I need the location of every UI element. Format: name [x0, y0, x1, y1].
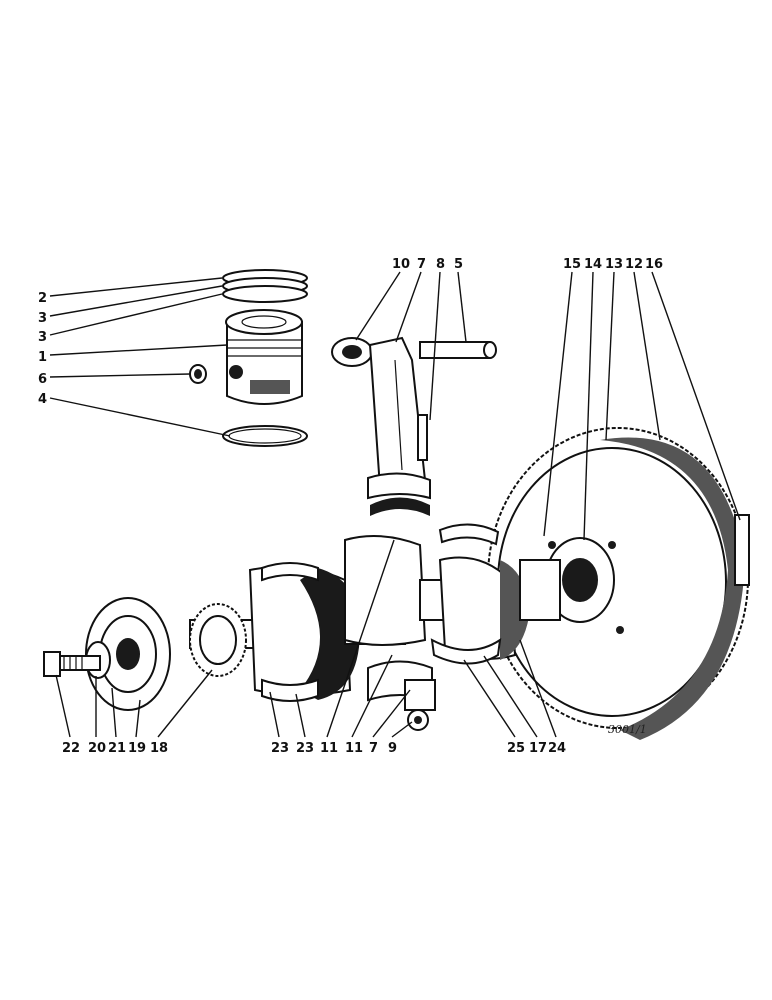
- label-24: 24: [548, 741, 566, 756]
- label-22: 22: [62, 741, 80, 756]
- label-9: 9: [388, 741, 397, 756]
- label-4: 4: [38, 392, 47, 407]
- label-25: 25: [507, 741, 525, 756]
- label-23-left: 23: [271, 741, 289, 756]
- part-labels: 2 3 3 1 6 4 10 7 8 5 15 14 13 12 16 22 2…: [38, 257, 663, 756]
- connecting-rod: [331, 336, 431, 500]
- label-21: 21: [108, 741, 126, 756]
- label-6: 6: [38, 372, 47, 387]
- label-19: 19: [128, 741, 146, 756]
- label-12: 12: [625, 257, 643, 272]
- gudgeon-pin-circlip: [189, 364, 207, 384]
- label-10: 10: [392, 257, 410, 272]
- label-8: 8: [436, 257, 445, 272]
- leader-lines: [49, 271, 741, 738]
- crankshaft: [189, 535, 561, 700]
- big-end-cap: [367, 660, 436, 711]
- label-3-lower: 3: [38, 330, 47, 345]
- piston: [225, 309, 303, 405]
- label-13: 13: [605, 257, 623, 272]
- timing-gear: [189, 603, 247, 677]
- flywheel: [487, 427, 750, 740]
- label-17: 17: [529, 741, 547, 756]
- label-23-right: 23: [296, 741, 314, 756]
- big-end-nut: [407, 709, 429, 731]
- big-end-bearing-upper: [370, 497, 430, 516]
- label-15: 15: [563, 257, 581, 272]
- label-11-left: 11: [320, 741, 338, 756]
- figure-reference: 3001/1: [608, 723, 647, 736]
- label-18: 18: [150, 741, 168, 756]
- main-bearing-shells: [261, 523, 502, 702]
- label-2: 2: [38, 291, 47, 306]
- label-7-bottom: 7: [369, 741, 378, 756]
- label-20: 20: [88, 741, 106, 756]
- gudgeon-pin: [419, 341, 497, 359]
- pulley-bolt: [43, 651, 101, 677]
- label-7-top: 7: [417, 257, 426, 272]
- label-16: 16: [645, 257, 663, 272]
- label-14: 14: [584, 257, 602, 272]
- piston-rings: [222, 269, 308, 303]
- label-1: 1: [38, 350, 47, 365]
- label-3-upper: 3: [38, 311, 47, 326]
- label-5: 5: [454, 257, 463, 272]
- oil-control-ring: [222, 425, 308, 447]
- label-11-right: 11: [345, 741, 363, 756]
